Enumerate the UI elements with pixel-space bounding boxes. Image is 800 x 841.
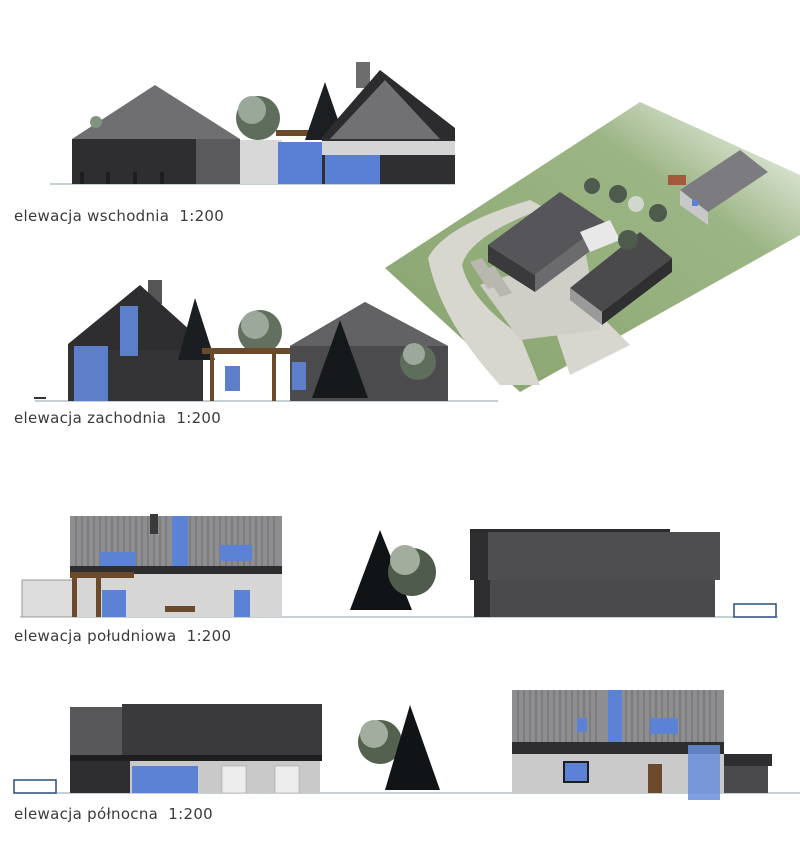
caption-east: elewacja wschodnia 1:200 [14, 207, 225, 225]
caption-south: elewacja południowa 1:200 [14, 627, 232, 645]
glazing [120, 306, 138, 356]
north-elevation [13, 690, 800, 800]
glazing [292, 362, 306, 390]
door [648, 764, 662, 793]
window [100, 552, 136, 566]
glazing [688, 745, 720, 800]
roof [488, 192, 605, 275]
roof-block [470, 532, 720, 580]
glazing [132, 766, 198, 793]
tree-icon [90, 116, 102, 128]
tree-icon [385, 705, 440, 790]
tree-icon [178, 298, 215, 360]
pergola [276, 130, 314, 136]
caption-west: elewacja zachodnia 1:200 [14, 409, 222, 427]
wall [490, 580, 715, 617]
window [220, 545, 252, 561]
glazing [74, 346, 108, 401]
tree-icon [584, 178, 667, 250]
roof [680, 150, 768, 212]
pool [13, 779, 57, 794]
window [563, 761, 589, 783]
glazing [325, 155, 380, 184]
window [577, 718, 587, 732]
window [650, 718, 678, 734]
pool [733, 603, 777, 618]
connector-wall [240, 140, 282, 184]
caption-north: elewacja północna 1:200 [14, 805, 214, 823]
pergola [202, 348, 294, 354]
garden-wall [21, 579, 75, 618]
chimney [150, 514, 158, 534]
glazing [278, 142, 322, 184]
roof [570, 232, 672, 312]
roof-left [68, 285, 212, 350]
paving [428, 200, 545, 385]
west-elevation [34, 280, 498, 402]
south-elevation [20, 514, 778, 618]
roof-left [72, 85, 240, 139]
tree-icon [312, 320, 368, 398]
site-axonometric [385, 102, 800, 392]
roof-block [122, 704, 322, 757]
posts [80, 172, 164, 184]
pergola [70, 572, 134, 578]
chimney [356, 62, 370, 88]
east-elevation [50, 62, 455, 185]
